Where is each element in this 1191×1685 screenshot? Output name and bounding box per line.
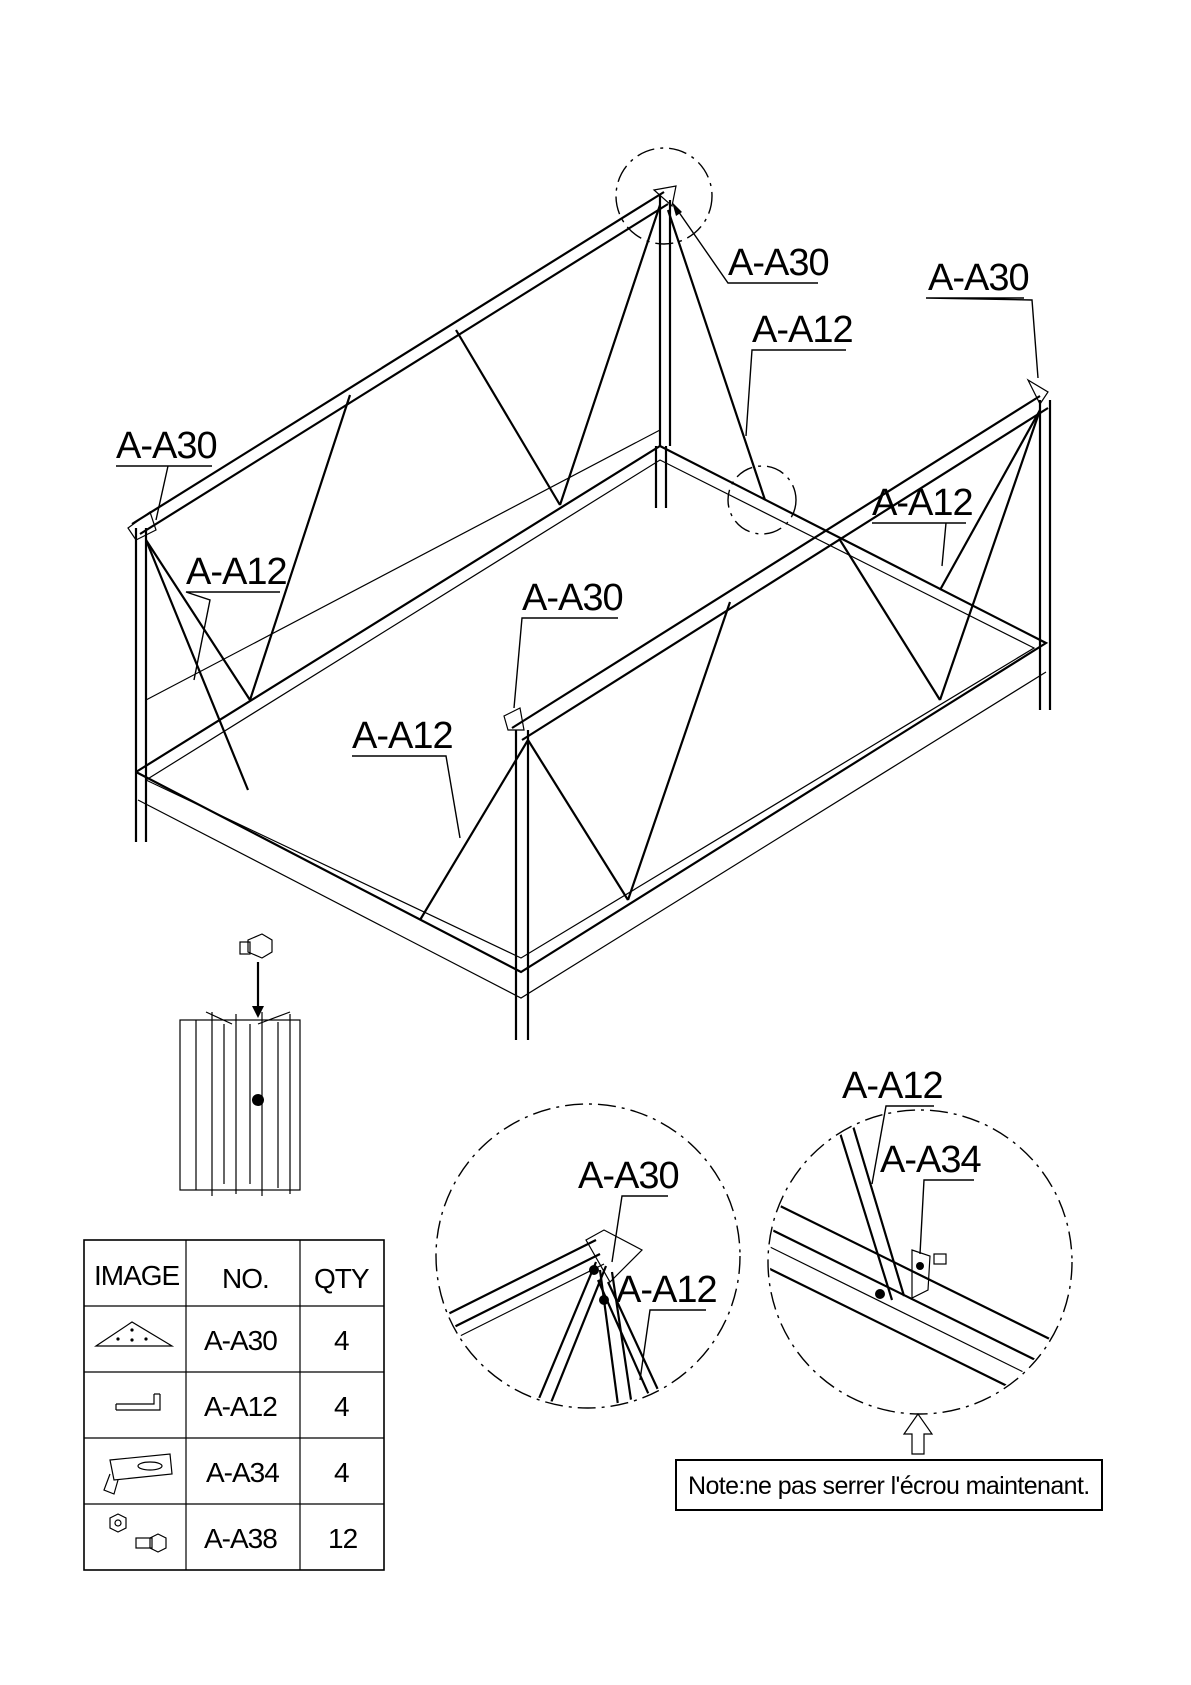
svg-text:A-A12: A-A12 xyxy=(752,309,853,351)
up-arrow-icon xyxy=(904,1414,932,1454)
table-row: A-A38 12 xyxy=(110,1514,358,1554)
svg-text:A-A12: A-A12 xyxy=(616,1269,717,1311)
parts-table: IMAGE NO. QTY A-A30 4 A-A12 4 xyxy=(84,1240,384,1570)
svg-text:A-A12: A-A12 xyxy=(872,482,973,524)
table-header-image: IMAGE xyxy=(94,1260,180,1291)
nut-bolt-icon xyxy=(110,1514,166,1552)
table-cell-no: A-A12 xyxy=(204,1391,277,1422)
table-cell-no: A-A38 xyxy=(204,1523,277,1554)
table-cell-qty: 4 xyxy=(334,1457,349,1488)
svg-text:A-A12: A-A12 xyxy=(352,715,453,757)
table-row: A-A30 4 xyxy=(96,1322,349,1356)
svg-text:A-A30: A-A30 xyxy=(928,257,1029,299)
detail-circle-base: A-A12 A-A34 xyxy=(768,1065,1072,1454)
table-cell-qty: 12 xyxy=(328,1523,358,1554)
table-cell-qty: 4 xyxy=(334,1391,349,1422)
table-cell-no: A-A30 xyxy=(204,1325,277,1356)
svg-text:A-A30: A-A30 xyxy=(578,1155,679,1197)
table-cell-no: A-A34 xyxy=(206,1457,279,1488)
brace-bar-icon xyxy=(116,1394,160,1410)
note-box: Note:ne pas serrer l'écrou maintenant. xyxy=(676,1460,1102,1510)
svg-text:A-A12: A-A12 xyxy=(186,551,287,593)
table-cell-qty: 4 xyxy=(334,1325,349,1356)
table-row: A-A34 4 xyxy=(104,1454,349,1494)
table-header-no: NO. xyxy=(222,1263,269,1294)
bolt-icon xyxy=(240,934,272,1018)
detail-circle-apex: A-A30 A-A12 xyxy=(436,1104,740,1420)
table-row: A-A12 4 xyxy=(116,1391,349,1422)
callout-center-a30: A-A30 xyxy=(514,577,623,708)
post-bolt-detail xyxy=(180,934,300,1196)
callout-bottom-a12: A-A12 xyxy=(352,715,460,838)
corner-bracket-icon xyxy=(96,1322,172,1346)
detail-marker-apex xyxy=(616,148,712,244)
callout-right-a12: A-A12 xyxy=(872,482,973,566)
callout-left-a30: A-A30 xyxy=(116,425,217,520)
svg-text:A-A30: A-A30 xyxy=(522,577,623,619)
vertical-profile xyxy=(180,1012,300,1196)
callout-left-a12: A-A12 xyxy=(186,551,287,680)
table-header-qty: QTY xyxy=(314,1263,370,1294)
callout-top-a12: A-A12 xyxy=(746,309,853,436)
callout-top-a30: A-A30 xyxy=(672,202,829,284)
svg-text:A-A30: A-A30 xyxy=(116,425,217,467)
svg-text:A-A30: A-A30 xyxy=(728,242,829,284)
slotted-bracket-icon xyxy=(104,1454,172,1494)
svg-text:A-A34: A-A34 xyxy=(880,1139,981,1181)
svg-text:Note:ne pas serrer l'écrou mai: Note:ne pas serrer l'écrou maintenant. xyxy=(688,1472,1090,1500)
callout-right-a30: A-A30 xyxy=(926,257,1038,378)
svg-text:A-A12: A-A12 xyxy=(842,1065,943,1107)
detail-marker-base xyxy=(728,466,796,534)
